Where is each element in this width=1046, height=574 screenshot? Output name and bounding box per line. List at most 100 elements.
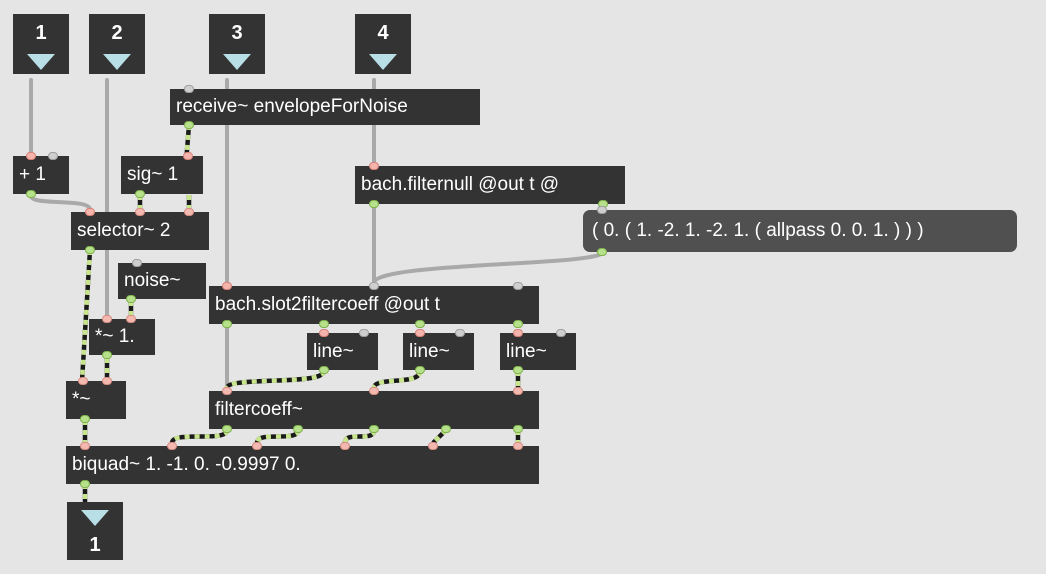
noise-label: noise~ — [124, 270, 181, 291]
inlet-4-number: 4 — [377, 22, 389, 44]
cord-message-to-slot2 — [372, 250, 605, 285]
outlet-arrow-icon — [81, 510, 109, 526]
plus-object[interactable]: + 1 — [13, 152, 69, 198]
outlet-port[interactable] — [222, 320, 232, 328]
line-object-2[interactable]: line~ — [403, 329, 474, 374]
message-label: ( 0. ( 1. -2. 1. -2. 1. ( allpass 0. 0. … — [592, 220, 924, 241]
inlet-port[interactable] — [126, 315, 136, 323]
slot2filtercoeff-label: bach.slot2filtercoeff @out t — [215, 294, 440, 315]
outlet-port[interactable] — [415, 320, 425, 328]
inlet-port[interactable] — [48, 152, 58, 160]
inlet-port[interactable] — [359, 329, 369, 337]
inlet-arrow-icon — [223, 54, 251, 70]
outlet-port[interactable] — [80, 480, 90, 488]
line-object-3[interactable]: line~ — [500, 329, 576, 374]
cord-plus-to-selector — [29, 194, 92, 211]
inlet-port[interactable] — [132, 259, 142, 267]
outlet-1-number: 1 — [89, 534, 101, 556]
filtercoeff-label: filtercoeff~ — [215, 399, 303, 420]
inlet-port[interactable] — [102, 377, 112, 385]
outlet-port[interactable] — [319, 320, 329, 328]
sig-object[interactable]: sig~ 1 — [121, 152, 203, 198]
inlet-port[interactable] — [597, 206, 607, 214]
times-one-label: *~ 1. — [95, 326, 135, 347]
inlet-port[interactable] — [102, 315, 112, 323]
line-3-label: line~ — [506, 340, 547, 362]
outlet-port[interactable] — [85, 246, 95, 254]
biquad-label: biquad~ 1. -1. 0. -0.9997 0. — [72, 454, 301, 475]
receive-object[interactable]: receive~ envelopeForNoise — [170, 85, 480, 129]
inlet-arrow-icon — [27, 54, 55, 70]
filternull-label: bach.filternull @out t @ — [361, 174, 560, 195]
line-1-label: line~ — [313, 340, 354, 362]
outlet-port[interactable] — [222, 425, 232, 433]
inlet-port[interactable] — [167, 442, 177, 450]
outlet-port[interactable] — [102, 351, 112, 359]
inlet-port[interactable] — [222, 387, 232, 395]
inlet-port[interactable] — [513, 282, 523, 290]
coefficients-message[interactable]: ( 0. ( 1. -2. 1. -2. 1. ( allpass 0. 0. … — [583, 206, 1017, 256]
inlet-port[interactable] — [513, 387, 523, 395]
inlet-port[interactable] — [513, 329, 523, 337]
inlet-port[interactable] — [556, 329, 566, 337]
line-object-1[interactable]: line~ — [307, 329, 378, 374]
filtercoeff-object[interactable]: filtercoeff~ — [209, 387, 539, 433]
inlet-1[interactable]: 1 — [13, 14, 69, 74]
inlet-port[interactable] — [415, 329, 425, 337]
outlet-port[interactable] — [126, 295, 136, 303]
outlet-port[interactable] — [184, 121, 194, 129]
filternull-object[interactable]: bach.filternull @out t @ — [355, 162, 625, 208]
outlet-port[interactable] — [441, 425, 451, 433]
inlet-port[interactable] — [135, 208, 145, 216]
inlet-3[interactable]: 3 — [209, 14, 265, 74]
inlet-port[interactable] — [513, 442, 523, 450]
line-2-label: line~ — [409, 340, 450, 362]
outlet-port[interactable] — [597, 248, 607, 256]
inlet-port[interactable] — [319, 329, 329, 337]
inlet-4[interactable]: 4 — [355, 14, 411, 74]
selector-label: selector~ 2 — [77, 220, 171, 241]
outlet-1[interactable]: 1 — [67, 502, 123, 560]
outlet-port[interactable] — [513, 425, 523, 433]
inlet-port[interactable] — [85, 208, 95, 216]
inlet-port[interactable] — [183, 152, 193, 160]
noise-object[interactable]: noise~ — [118, 259, 206, 303]
inlet-port[interactable] — [252, 442, 262, 450]
inlet-2-number: 2 — [111, 22, 123, 44]
inlet-port[interactable] — [80, 442, 90, 450]
inlet-port[interactable] — [184, 85, 194, 93]
inlet-port[interactable] — [369, 282, 379, 290]
inlet-port[interactable] — [340, 442, 350, 450]
times-label: *~ — [72, 389, 91, 410]
slot2filtercoeff-object[interactable]: bach.slot2filtercoeff @out t — [209, 282, 539, 328]
inlet-port[interactable] — [369, 387, 379, 395]
outlet-port[interactable] — [319, 366, 329, 374]
outlet-port[interactable] — [26, 190, 36, 198]
outlet-port[interactable] — [513, 320, 523, 328]
selector-object[interactable]: selector~ 2 — [71, 208, 209, 254]
inlet-port[interactable] — [26, 152, 36, 160]
outlet-port[interactable] — [135, 190, 145, 198]
outlet-port[interactable] — [369, 425, 379, 433]
times-one-object[interactable]: *~ 1. — [89, 315, 155, 359]
inlet-2[interactable]: 2 — [89, 14, 145, 74]
inlet-1-number: 1 — [35, 22, 47, 44]
outlet-port[interactable] — [513, 366, 523, 374]
times-object[interactable]: *~ — [66, 377, 126, 423]
inlet-arrow-icon — [103, 54, 131, 70]
receive-label: receive~ envelopeForNoise — [176, 96, 408, 117]
inlet-port[interactable] — [78, 377, 88, 385]
inlet-3-number: 3 — [231, 22, 243, 44]
outlet-port[interactable] — [369, 200, 379, 208]
outlet-port[interactable] — [293, 425, 303, 433]
outlet-port[interactable] — [80, 415, 90, 423]
inlet-port[interactable] — [455, 329, 465, 337]
inlet-port[interactable] — [428, 442, 438, 450]
inlet-port[interactable] — [222, 282, 232, 290]
inlet-port[interactable] — [184, 208, 194, 216]
sig-label: sig~ 1 — [127, 164, 179, 185]
outlet-port[interactable] — [415, 366, 425, 374]
biquad-object[interactable]: biquad~ 1. -1. 0. -0.9997 0. — [66, 442, 539, 488]
inlet-arrow-icon — [369, 54, 397, 70]
inlet-port[interactable] — [369, 162, 379, 170]
